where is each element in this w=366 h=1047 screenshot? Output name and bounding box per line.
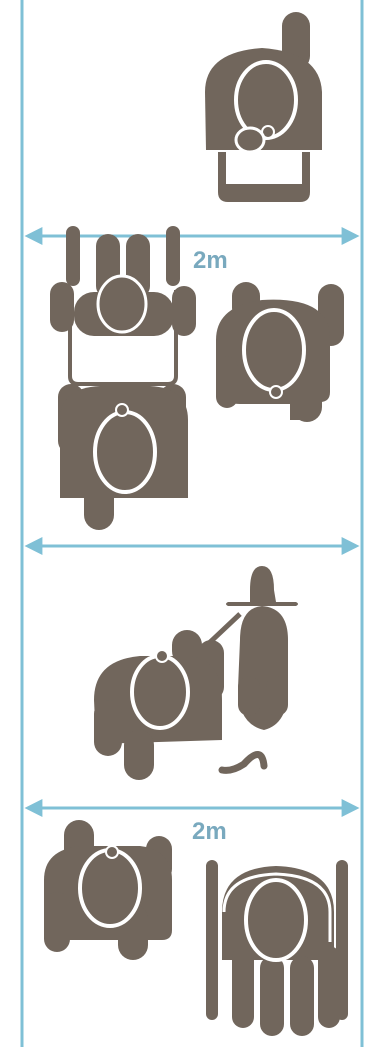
person-walking-icon [216,282,344,422]
person-with-walker-icon [50,226,196,530]
person-walking-icon [44,820,172,960]
distance-label-bottom: 2m [192,818,227,845]
distance-label-top: 2m [193,247,228,274]
wheelchair-user-icon [206,860,348,1036]
person-walking-icon [205,12,322,202]
person-with-dog-icon [94,566,298,780]
